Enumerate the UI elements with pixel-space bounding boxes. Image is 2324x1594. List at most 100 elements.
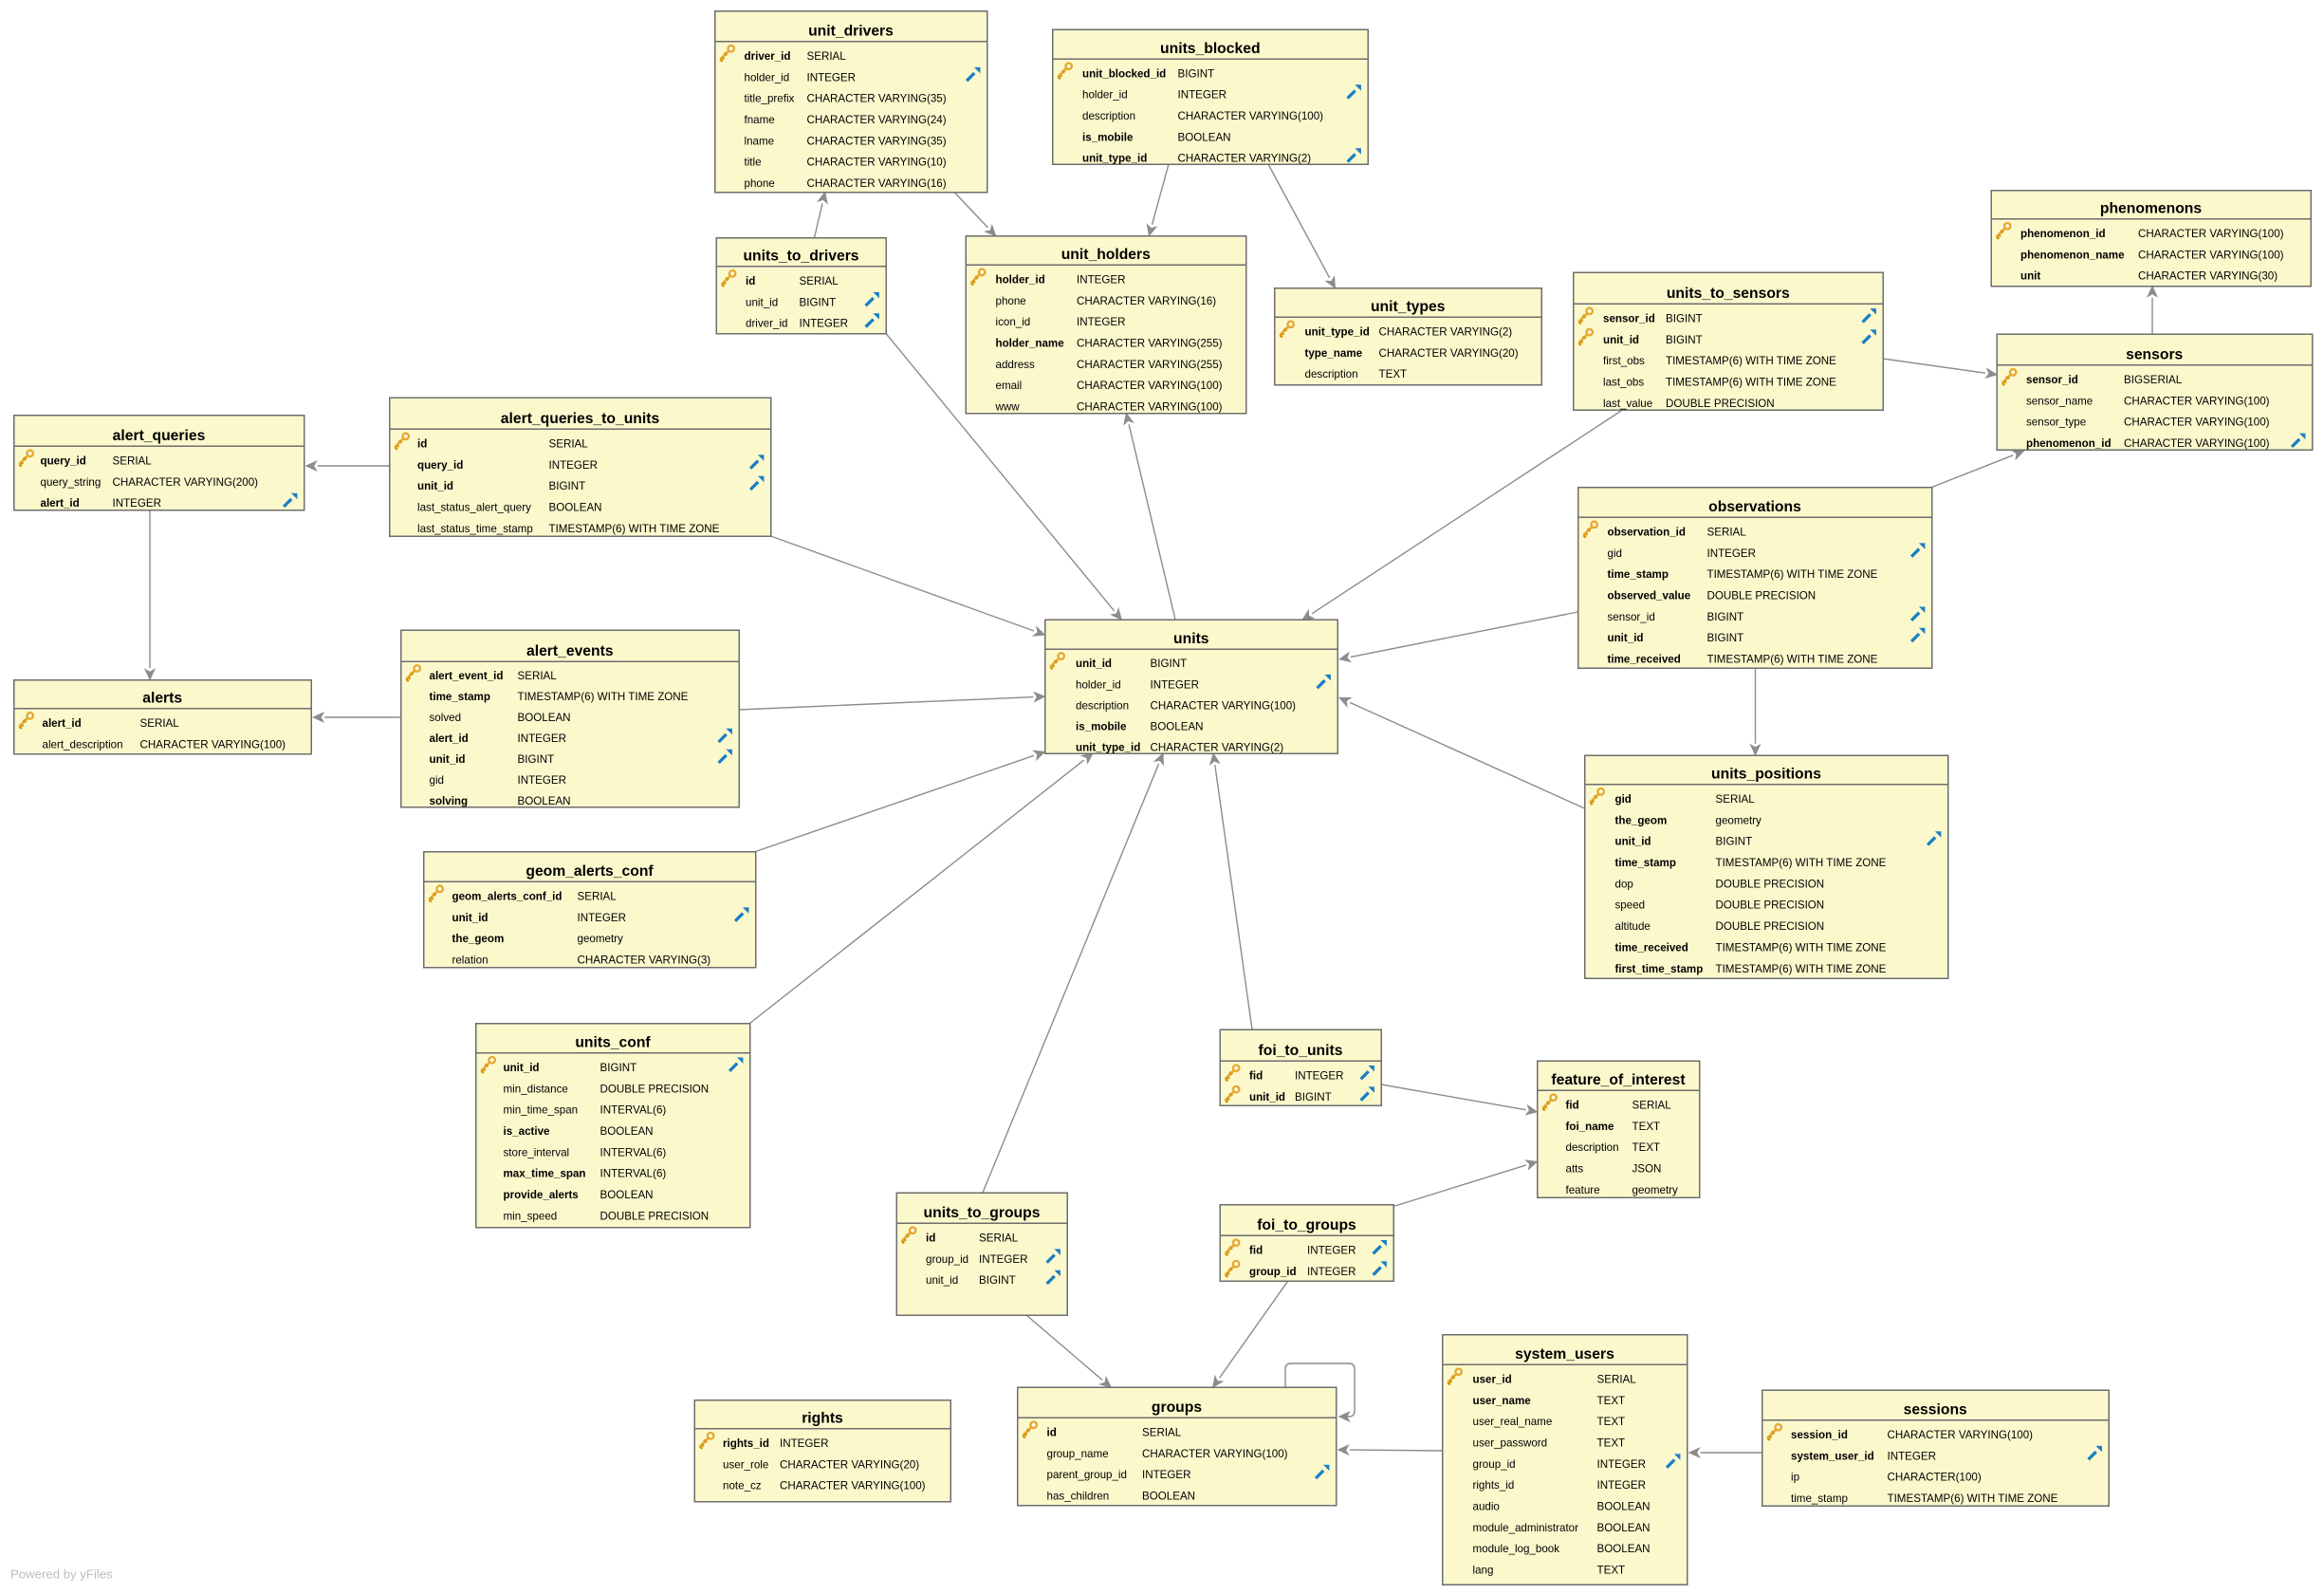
svg-text:INTEGER: INTEGER xyxy=(1597,1479,1647,1492)
svg-text:units_to_drivers: units_to_drivers xyxy=(743,249,858,265)
svg-text:DOUBLE PRECISION: DOUBLE PRECISION xyxy=(1716,878,1825,890)
svg-text:foi_to_units: foi_to_units xyxy=(1259,1043,1343,1059)
svg-text:BIGINT: BIGINT xyxy=(549,480,586,492)
svg-text:INTERVAL(6): INTERVAL(6) xyxy=(600,1104,667,1117)
svg-text:geometry: geometry xyxy=(1716,814,1762,826)
svg-text:INTEGER: INTEGER xyxy=(1307,1244,1356,1256)
svg-text:CHARACTER VARYING(2): CHARACTER VARYING(2) xyxy=(1178,153,1312,165)
svg-text:CHARACTER VARYING(100): CHARACTER VARYING(100) xyxy=(1077,380,1223,392)
svg-text:geometry: geometry xyxy=(578,933,624,945)
svg-text:INTEGER: INTEGER xyxy=(1307,1266,1356,1278)
svg-text:unit_id: unit_id xyxy=(926,1274,958,1287)
svg-text:system_user_id: system_user_id xyxy=(1791,1450,1874,1462)
svg-text:is_mobile: is_mobile xyxy=(1082,131,1134,143)
svg-text:BIGINT: BIGINT xyxy=(1295,1091,1332,1103)
svg-text:phenomenon_id: phenomenon_id xyxy=(2020,228,2106,240)
svg-text:TEXT: TEXT xyxy=(1597,1437,1626,1450)
svg-text:CHARACTER VARYING(30): CHARACTER VARYING(30) xyxy=(2138,270,2278,283)
svg-text:CHARACTER VARYING(3): CHARACTER VARYING(3) xyxy=(578,955,711,967)
svg-text:BIGINT: BIGINT xyxy=(800,296,837,308)
svg-text:INTERVAL(6): INTERVAL(6) xyxy=(600,1146,667,1158)
svg-text:time_received: time_received xyxy=(1608,654,1681,666)
svg-text:group_name: group_name xyxy=(1047,1448,1109,1460)
svg-text:alert_queries: alert_queries xyxy=(113,428,206,444)
svg-text:group_id: group_id xyxy=(1473,1458,1516,1471)
svg-text:speed: speed xyxy=(1615,899,1646,912)
svg-text:CHARACTER VARYING(255): CHARACTER VARYING(255) xyxy=(1077,338,1223,350)
svg-text:query_string: query_string xyxy=(41,476,101,489)
svg-text:unit_id: unit_id xyxy=(452,912,489,924)
svg-text:note_cz: note_cz xyxy=(723,1480,762,1492)
svg-text:INTEGER: INTEGER xyxy=(1707,547,1757,560)
svg-text:CHARACTER VARYING(100): CHARACTER VARYING(100) xyxy=(1151,699,1297,712)
svg-text:CHARACTER VARYING(100): CHARACTER VARYING(100) xyxy=(780,1480,926,1492)
svg-text:BIGINT: BIGINT xyxy=(1707,611,1744,623)
svg-text:time_stamp: time_stamp xyxy=(1608,568,1669,581)
svg-text:sensor_type: sensor_type xyxy=(2026,417,2086,429)
svg-text:group_id: group_id xyxy=(926,1253,968,1266)
svg-text:SERIAL: SERIAL xyxy=(1716,793,1756,806)
svg-text:holder_id: holder_id xyxy=(1076,678,1121,691)
svg-text:phone: phone xyxy=(745,177,775,190)
svg-text:rights: rights xyxy=(802,1411,843,1427)
svg-text:units_to_sensors: units_to_sensors xyxy=(1667,286,1790,302)
svg-text:CHARACTER VARYING(16): CHARACTER VARYING(16) xyxy=(1077,295,1216,307)
svg-text:gid: gid xyxy=(430,774,444,787)
svg-text:icon_id: icon_id xyxy=(996,316,1031,328)
svg-text:INTEGER: INTEGER xyxy=(1295,1069,1344,1082)
svg-text:INTEGER: INTEGER xyxy=(780,1437,829,1450)
svg-text:INTEGER: INTEGER xyxy=(807,71,857,83)
svg-text:TIMESTAMP(6) WITH TIME ZONE: TIMESTAMP(6) WITH TIME ZONE xyxy=(1666,355,1836,367)
svg-text:holder_name: holder_name xyxy=(996,338,1065,350)
svg-text:holder_id: holder_id xyxy=(1082,89,1128,102)
svg-text:BIGINT: BIGINT xyxy=(1666,313,1703,325)
svg-text:SERIAL: SERIAL xyxy=(807,50,847,63)
svg-text:unit_blocked_id: unit_blocked_id xyxy=(1082,67,1166,80)
svg-text:INTERVAL(6): INTERVAL(6) xyxy=(600,1168,667,1180)
svg-text:CHARACTER VARYING(20): CHARACTER VARYING(20) xyxy=(780,1458,919,1471)
svg-text:TIMESTAMP(6) WITH TIME ZONE: TIMESTAMP(6) WITH TIME ZONE xyxy=(1707,568,1878,581)
svg-text:BOOLEAN: BOOLEAN xyxy=(518,712,571,724)
svg-text:driver_id: driver_id xyxy=(745,50,791,63)
svg-text:atts: atts xyxy=(1566,1163,1584,1176)
svg-text:SERIAL: SERIAL xyxy=(113,455,153,468)
svg-text:SERIAL: SERIAL xyxy=(1597,1373,1637,1385)
svg-text:TIMESTAMP(6) WITH TIME ZONE: TIMESTAMP(6) WITH TIME ZONE xyxy=(549,523,720,535)
svg-text:SERIAL: SERIAL xyxy=(1632,1099,1672,1111)
svg-text:unit_types: unit_types xyxy=(1371,299,1446,315)
svg-text:the_geom: the_geom xyxy=(452,933,505,945)
svg-text:module_log_book: module_log_book xyxy=(1473,1543,1560,1555)
svg-text:alert_event_id: alert_event_id xyxy=(430,670,504,682)
svg-text:SERIAL: SERIAL xyxy=(140,717,180,730)
svg-text:title_prefix: title_prefix xyxy=(745,93,795,105)
svg-text:unit_id: unit_id xyxy=(1608,632,1644,644)
svg-text:BIGINT: BIGINT xyxy=(518,753,555,766)
svg-text:last_status_time_stamp: last_status_time_stamp xyxy=(417,523,533,535)
svg-text:INTEGER: INTEGER xyxy=(518,774,567,787)
svg-text:alert_id: alert_id xyxy=(41,497,80,510)
svg-text:INTEGER: INTEGER xyxy=(1888,1450,1937,1462)
svg-text:dop: dop xyxy=(1615,878,1633,890)
svg-text:query_id: query_id xyxy=(41,455,86,468)
svg-text:phone: phone xyxy=(996,295,1026,307)
svg-text:id: id xyxy=(1047,1426,1057,1438)
svg-text:BOOLEAN: BOOLEAN xyxy=(1142,1491,1195,1503)
svg-text:last_status_alert_query: last_status_alert_query xyxy=(417,502,531,514)
svg-text:phenomenon_id: phenomenon_id xyxy=(2026,437,2112,450)
svg-text:time_stamp: time_stamp xyxy=(1791,1492,1848,1505)
svg-text:CHARACTER VARYING(100): CHARACTER VARYING(100) xyxy=(140,738,286,751)
svg-text:first_time_stamp: first_time_stamp xyxy=(1615,963,1704,975)
svg-text:description: description xyxy=(1082,110,1135,122)
svg-text:BIGINT: BIGINT xyxy=(600,1062,637,1074)
svg-text:SERIAL: SERIAL xyxy=(800,275,839,287)
svg-text:CHARACTER VARYING(35): CHARACTER VARYING(35) xyxy=(807,93,947,105)
svg-text:groups: groups xyxy=(1152,1399,1202,1416)
svg-text:INTEGER: INTEGER xyxy=(979,1253,1028,1266)
svg-text:description: description xyxy=(1305,368,1358,380)
svg-text:DOUBLE PRECISION: DOUBLE PRECISION xyxy=(1716,920,1825,933)
svg-text:has_children: has_children xyxy=(1047,1491,1110,1503)
svg-text:CHARACTER VARYING(100): CHARACTER VARYING(100) xyxy=(2138,228,2284,240)
svg-text:is_mobile: is_mobile xyxy=(1076,721,1127,733)
svg-text:CHARACTER VARYING(100): CHARACTER VARYING(100) xyxy=(2138,249,2284,261)
svg-text:solving: solving xyxy=(430,795,469,807)
